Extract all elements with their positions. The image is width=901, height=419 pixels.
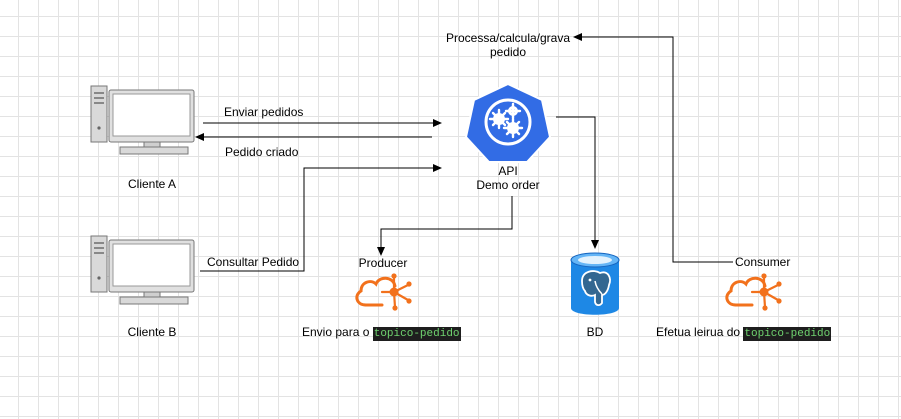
processa-label-line2: pedido	[489, 45, 527, 59]
api-node[interactable]	[463, 82, 553, 164]
enviar-pedidos-label: Enviar pedidos	[224, 105, 304, 119]
producer-title: Producer	[358, 256, 408, 270]
bd-label: BD	[586, 325, 604, 339]
consumer-caption: Efetua leirua do topico-pedido	[656, 325, 832, 341]
consumer-topic-code: topico-pedido	[743, 327, 832, 341]
pedido-criado-label: Pedido criado	[225, 145, 299, 159]
cliente-a-label: Cliente A	[127, 177, 177, 191]
consumer-caption-text: Efetua leirua do	[656, 325, 744, 339]
producer-caption-text: Envio para o	[302, 325, 373, 339]
postgresql-database-icon	[570, 252, 620, 315]
api-label-line2: Demo order	[476, 178, 540, 192]
desktop-computer-icon	[90, 85, 195, 155]
api-label-line1: API	[498, 164, 518, 178]
consumer-title: Consumer	[735, 255, 791, 269]
cliente-b-node[interactable]	[90, 234, 200, 306]
consultar-pedido-arrow	[200, 164, 442, 272]
consumer-to-api-arrow	[573, 33, 733, 263]
cloud-kafka-icon	[355, 273, 412, 311]
cliente-a-node[interactable]	[90, 84, 200, 156]
consultar-pedido-label: Consultar Pedido	[207, 255, 300, 269]
producer-topic-code: topico-pedido	[372, 327, 461, 341]
cloud-kafka-icon	[725, 273, 782, 311]
processa-label-line1: Processa/calcula/grava	[445, 31, 571, 45]
api-label: API Demo order	[458, 164, 558, 192]
bd-node[interactable]	[569, 251, 621, 317]
desktop-computer-icon	[90, 235, 195, 305]
processa-label: Processa/calcula/grava pedido	[438, 31, 578, 59]
kubernetes-gears-icon	[464, 82, 552, 163]
api-to-bd-arrow	[556, 116, 599, 249]
consumer-node[interactable]	[722, 271, 782, 311]
producer-node[interactable]	[352, 271, 412, 311]
producer-caption: Envio para o topico-pedido	[302, 325, 461, 341]
api-to-producer-arrow	[377, 196, 513, 256]
cliente-b-label: Cliente B	[127, 325, 177, 339]
